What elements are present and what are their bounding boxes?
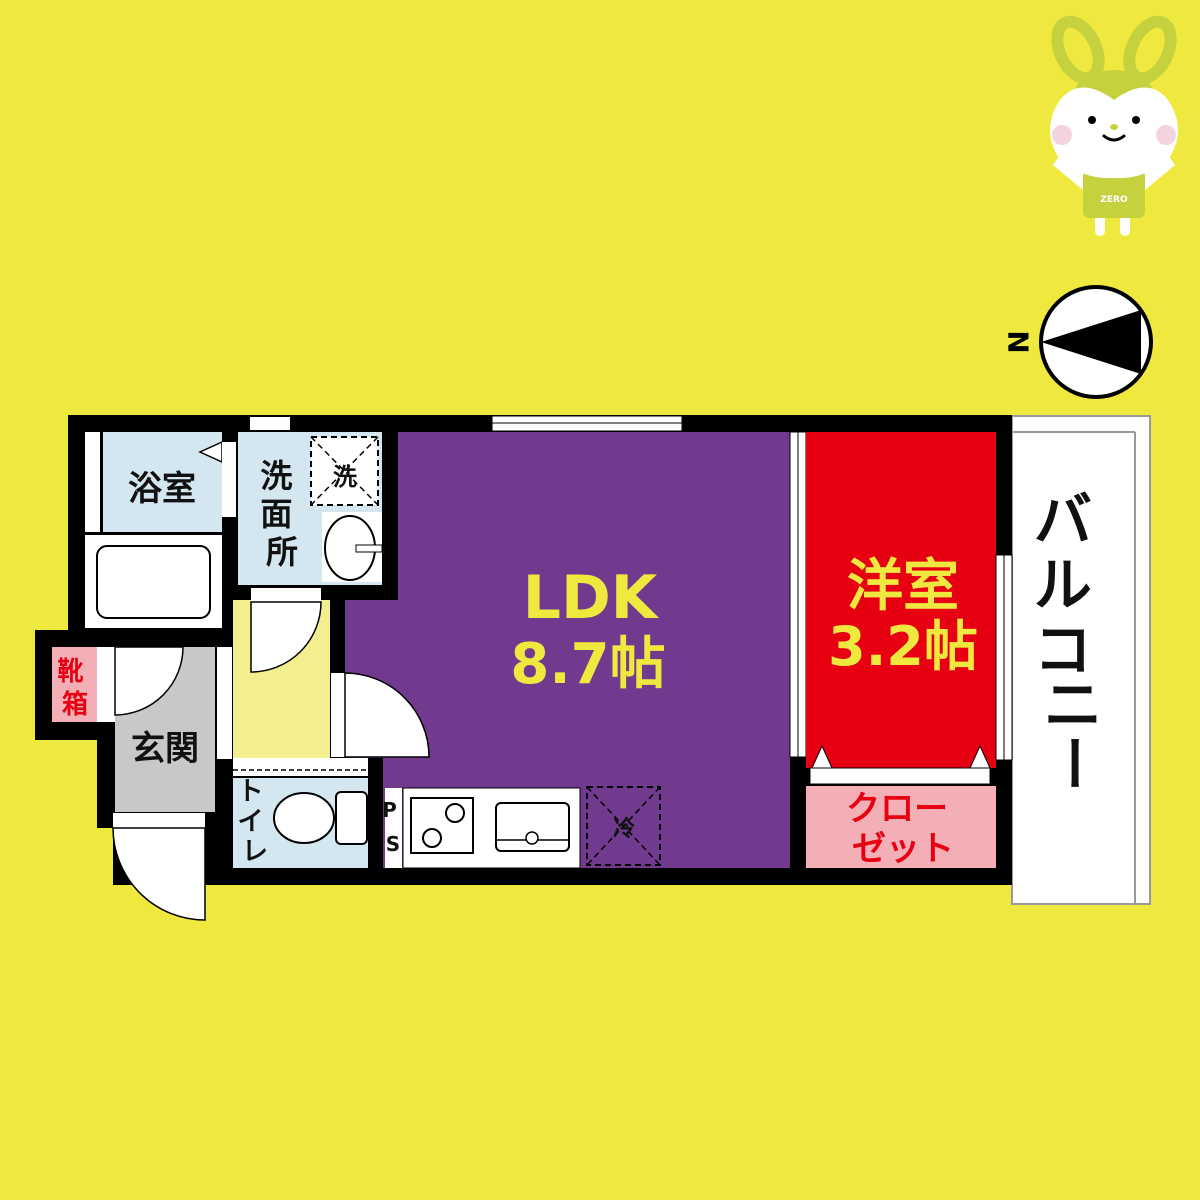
shoebox <box>52 647 97 722</box>
front-door[interactable] <box>112 827 206 921</box>
stove-icon <box>410 797 474 854</box>
western-size: 3.2帖 <box>828 615 978 678</box>
balcony-label-2: ル <box>1034 551 1092 619</box>
svg-text:ト イ レ: ト イ レ <box>237 777 272 867</box>
balcony-label-5: ー <box>1039 734 1107 792</box>
ps-label-1: P <box>382 798 397 822</box>
svg-text:P S: P S <box>382 798 404 856</box>
western-room: 洋室 3.2帖 クロー ゼット <box>789 431 1013 869</box>
balcony: バ ル コ ニ ー <box>1011 415 1151 905</box>
entrance-label: 玄関 <box>131 729 199 769</box>
toilet-room: ト イ レ <box>233 758 368 868</box>
bathtub <box>96 545 211 619</box>
washer-label: 洗 <box>333 463 357 491</box>
svg-text:洗 面 所: 洗 面 所 <box>260 457 303 571</box>
balcony-label-3: コ <box>1034 616 1092 684</box>
balcony-label-1: バ <box>1034 486 1092 554</box>
washroom: 洗 洗 面 所 <box>238 417 383 585</box>
fridge-space <box>586 786 661 866</box>
toilet-label-2: イ <box>237 807 263 837</box>
shoebox-door[interactable] <box>114 646 184 716</box>
ldk-label: LDK <box>523 563 660 633</box>
svg-text:バ ル コ ニ: バ ル コ ニ <box>1034 486 1112 739</box>
closet-label-1: クロー <box>846 789 948 829</box>
toilet-icon <box>273 792 335 844</box>
balcony-label-4: ニ <box>1044 671 1102 739</box>
closet <box>806 786 996 868</box>
ldk: LDK 8.7帖 P S 冷 <box>331 415 790 869</box>
entrance: 靴 箱 玄関 <box>52 646 215 921</box>
ldk-size: 8.7帖 <box>510 632 665 697</box>
western-label: 洋室 <box>847 554 959 619</box>
washroom-door[interactable] <box>250 601 322 673</box>
mascot-logo: ZERO <box>1050 15 1178 236</box>
washroom-label-2: 面 <box>260 495 292 533</box>
shoebox-label-2: 箱 <box>62 689 88 720</box>
fridge-label: 冷 <box>613 816 635 842</box>
washroom-label-1: 洗 <box>260 457 292 495</box>
washroom-label-3: 所 <box>266 533 298 571</box>
mascot-shirt-text: ZERO <box>1100 195 1128 205</box>
hallway <box>217 588 330 759</box>
kitchen-sink-icon <box>495 802 570 852</box>
compass-north-label: N <box>1002 330 1035 353</box>
shoebox-label-1: 靴 <box>57 657 83 687</box>
ps-shaft <box>385 788 402 868</box>
svg-text:クロー ゼット: クロー ゼット <box>846 789 960 869</box>
ps-label-2: S <box>386 832 400 856</box>
ldk-door[interactable] <box>344 672 430 758</box>
toilet-label-3: レ <box>242 837 268 867</box>
toilet-label-1: ト <box>237 777 263 807</box>
bathroom: 浴室 <box>85 432 236 628</box>
bath-label: 浴室 <box>128 469 196 509</box>
closet-label-2: ゼット <box>852 829 954 869</box>
drain-icon <box>525 831 539 845</box>
compass-icon: N <box>1002 285 1153 399</box>
svg-text:靴 箱: 靴 箱 <box>57 657 92 720</box>
